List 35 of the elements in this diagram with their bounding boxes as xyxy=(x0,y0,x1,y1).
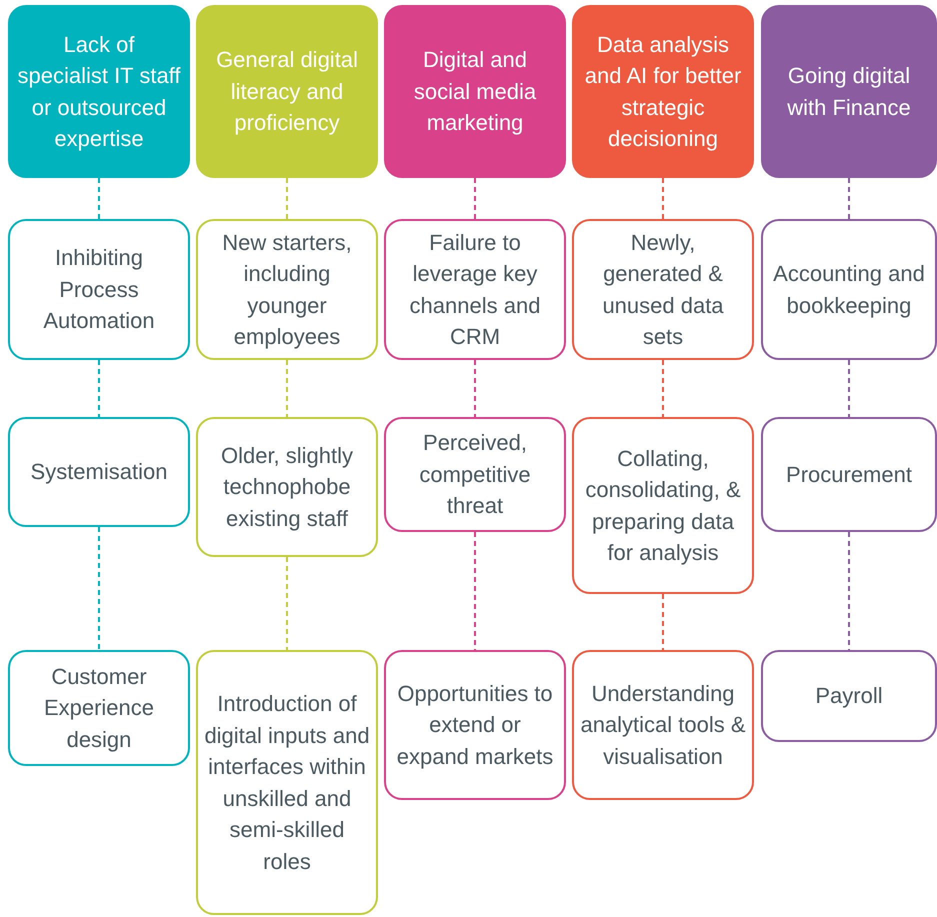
dashed-connector xyxy=(662,360,664,417)
category-header-box: Data analysis and AI for better strategic decisioning xyxy=(572,5,754,178)
category-header-box: Digital and social media marketing xyxy=(384,5,566,178)
dashed-connector xyxy=(98,527,100,650)
topic-box: Perceived, competitive threat xyxy=(384,417,566,532)
topic-box: Procurement xyxy=(761,417,937,532)
topic-box: New starters, including younger employees xyxy=(196,219,378,360)
dashed-connector xyxy=(662,594,664,650)
dashed-connector xyxy=(848,360,850,417)
topic-box: Failure to leverage key channels and CRM xyxy=(384,219,566,360)
dashed-connector xyxy=(286,178,288,219)
category-header-box: General digital literacy and proficiency xyxy=(196,5,378,178)
dashed-connector xyxy=(474,178,476,219)
topic-box: Inhibiting Process Automation xyxy=(8,219,190,360)
category-header-box: Going digital with Finance xyxy=(761,5,937,178)
dashed-connector xyxy=(848,178,850,219)
topic-box: Collating, consolidating, & preparing data for analysis xyxy=(572,417,754,594)
topic-box: Payroll xyxy=(761,650,937,742)
topic-box: Newly, generated & unused data sets xyxy=(572,219,754,360)
topic-box: Understanding analytical tools & visualisation xyxy=(572,650,754,800)
category-header-box: Lack of specialist IT staff or outsourced expertise xyxy=(8,5,190,178)
dashed-connector xyxy=(98,178,100,219)
topic-box: Systemisation xyxy=(8,417,190,527)
dashed-connector xyxy=(286,557,288,650)
topic-box: Accounting and bookkeeping xyxy=(761,219,937,360)
dashed-connector xyxy=(662,178,664,219)
topic-box: Older, slightly technophobe existing staff xyxy=(196,417,378,557)
dashed-connector xyxy=(848,532,850,650)
dashed-connector xyxy=(286,360,288,417)
dashed-connector xyxy=(98,360,100,417)
topic-box: Introduction of digital inputs and interfaces within unskilled and semi-skilled roles xyxy=(196,650,378,915)
dashed-connector xyxy=(474,360,476,417)
topic-box: Customer Experience design xyxy=(8,650,190,766)
topic-box: Opportunities to extend or expand markets xyxy=(384,650,566,800)
dashed-connector xyxy=(474,532,476,650)
